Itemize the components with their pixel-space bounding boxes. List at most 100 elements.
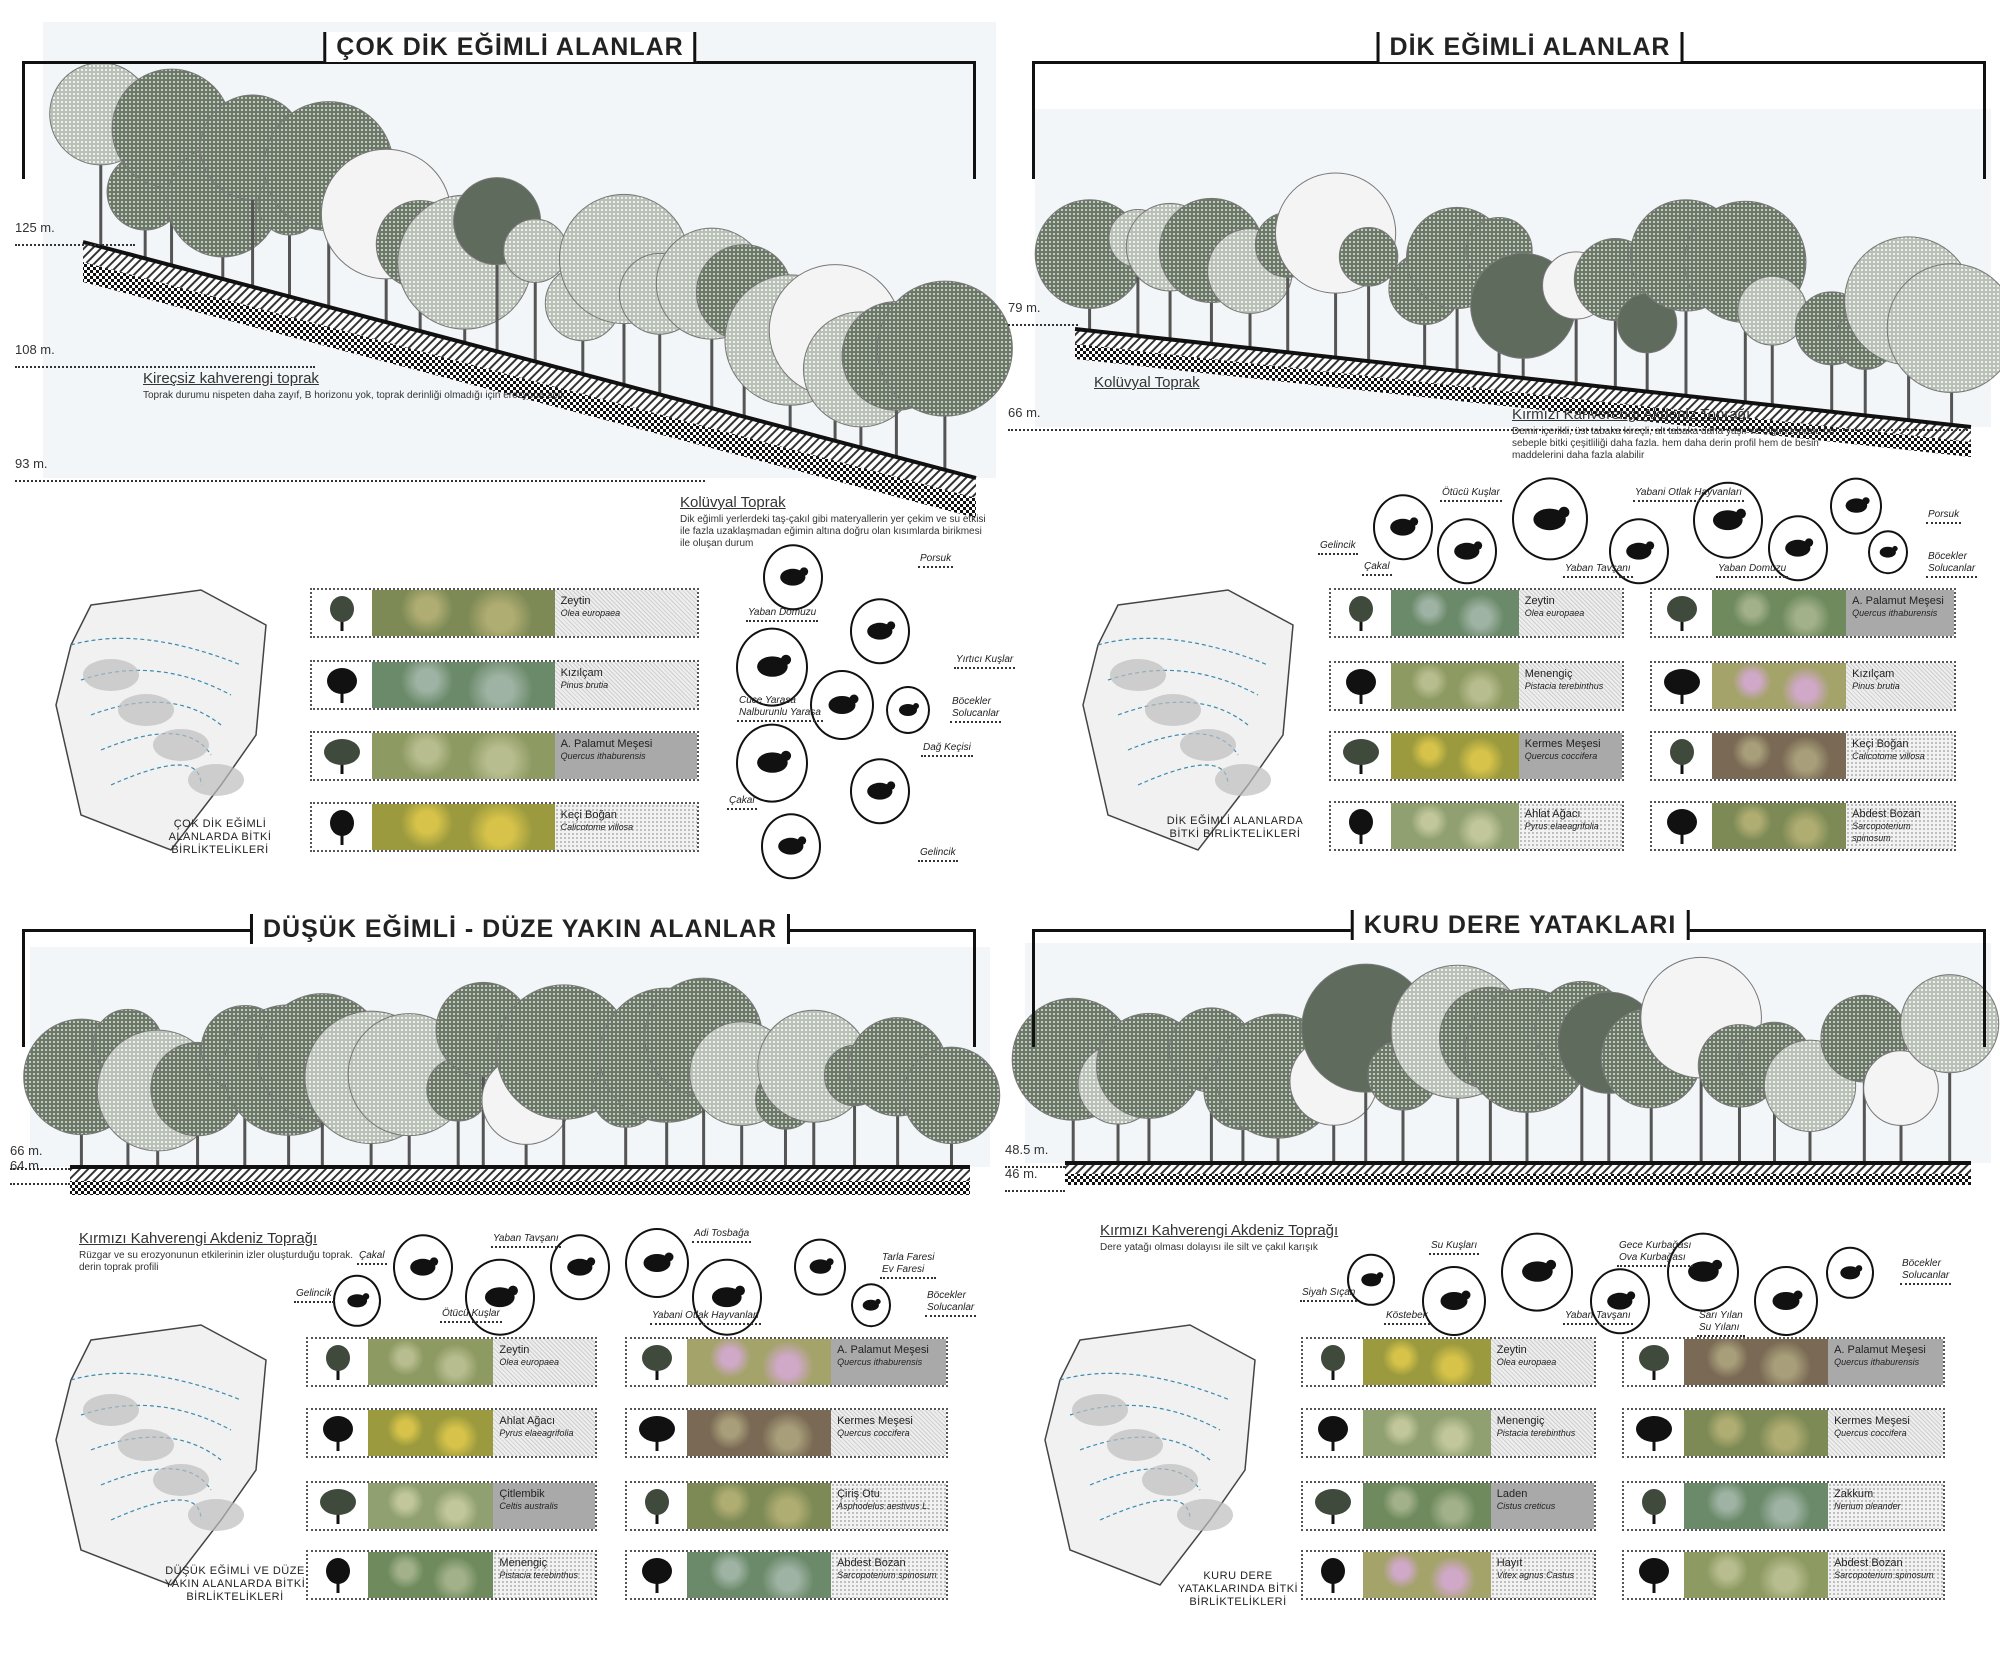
soil-annotation: Kolüvyal Toprak (1094, 374, 1294, 394)
elevation-label: 64 m. (10, 1158, 43, 1173)
stream-line (1099, 1499, 1191, 1521)
map-label: KURU DERE YATAKLARINDA BİTKİ BİRLİKTELİK… (1177, 1570, 1299, 1608)
animal-name: Yaban Tavşanı (493, 1233, 559, 1244)
plant-latin-name: Pistacia terebinthus (1524, 681, 1604, 691)
tree-canopy-icon (1338, 227, 1399, 287)
plant-common-name: Zakkum (1834, 1488, 1874, 1500)
plant-photo (1391, 663, 1519, 709)
tree-silhouette-icon (312, 662, 372, 708)
animal-name: Nalburunlu Yarasa (739, 707, 821, 718)
animal-label: Köstebek (1384, 1310, 1430, 1325)
plant-latin-name: Pyrus elaeagrifolia (1524, 821, 1599, 831)
elevation-line (1008, 324, 1078, 326)
animal-label: Çakal (1362, 561, 1392, 576)
plant-photo (1712, 590, 1847, 636)
animal-label: Yabani Otlak Hayvanları (650, 1310, 762, 1325)
animal-label: Yaban Tavşanı (1563, 563, 1633, 578)
animal-circle-böcekler (886, 686, 930, 734)
plant-common-name: Çiriş Otu (837, 1488, 880, 1500)
soil-name: Kırmızı Kahverengi Akdeniz Toprağı (1512, 406, 1751, 423)
plant-photo (1712, 733, 1847, 779)
sarı-yılan-silhouette-icon (1772, 1290, 1803, 1310)
plant-common-name: Abdest Bozan (1852, 808, 1921, 820)
animal-name: Ova Kurbağası (1619, 1252, 1686, 1263)
animal-name: Çakal (359, 1250, 385, 1261)
plant-latin-name: Sarcopoterium spinosum (1852, 821, 1911, 843)
plant-common-name: Laden (1496, 1488, 1528, 1500)
tree-silhouette-icon (1624, 1483, 1684, 1529)
tree-silhouette-icon (1303, 1339, 1363, 1385)
vegetation-patch (118, 694, 174, 726)
animal-name: Gece Kurbağası (1619, 1240, 1692, 1251)
tree-silhouette-icon (1303, 1410, 1363, 1456)
plant-photo (1363, 1410, 1491, 1456)
çakal-silhouette-icon (1454, 541, 1483, 560)
böcekler-silhouette-icon (862, 1298, 881, 1311)
map-label: DİK EĞİMLİ ALANLARDA BİTKİ BİRLİKTELİKLE… (1166, 815, 1304, 840)
tree-silhouette-icon (308, 1483, 368, 1529)
animal-label: Su Kuşları (1429, 1240, 1480, 1255)
elevation-line (15, 366, 315, 368)
plant-latin-name: Olea europaea (560, 608, 621, 618)
plant-photo (687, 1339, 832, 1385)
plant-photo (1684, 1552, 1829, 1598)
animal-name: Su Kuşları (1431, 1240, 1478, 1251)
soil-layer (1075, 344, 1971, 457)
elevation-line (1005, 1166, 1065, 1168)
plant-common-name: Kızılçam (1852, 668, 1895, 680)
panel-title: DÜŞÜK EĞİMLİ - DÜZE YAKIN ALANLAR (249, 914, 791, 944)
animal-name: Porsuk (1928, 509, 1960, 520)
tree-silhouette-icon (308, 1552, 368, 1598)
soil-description: Toprak durumu nispeten daha zayıf, B hor… (143, 390, 566, 401)
animal-label: Yaban Tavşanı (491, 1233, 561, 1248)
tree-silhouette-icon (1331, 590, 1391, 636)
vegetation-patch (1107, 1429, 1163, 1461)
animal-name: Gelincik (1320, 540, 1356, 551)
panel-title: ÇOK DİK EĞİMLİ ALANLAR (323, 32, 697, 62)
elevation-line (10, 1168, 70, 1170)
siyah-sıçan-silhouette-icon (1361, 1272, 1384, 1287)
tree-silhouette-icon (312, 590, 372, 636)
vegetation-patch (1145, 694, 1201, 726)
plant-common-name: Keçi Boğan (560, 809, 617, 821)
ötücü-kuşlar-silhouette-icon (1533, 506, 1570, 530)
plant-common-name: Zeytin (1496, 1344, 1527, 1356)
animal-name: Yaban Domuzu (748, 607, 817, 618)
vegetation-patch (118, 1429, 174, 1461)
yabani-otlak-hayvanları-silhouette-icon (712, 1285, 746, 1307)
plant-latin-name: Pinus brutia (560, 680, 609, 690)
porsuk-silhouette-icon (780, 567, 809, 586)
animal-label: Porsuk (918, 553, 954, 568)
animal-label: Gelincik (294, 1288, 334, 1303)
plant-latin-name: Quercus ithaburensis (1834, 1357, 1920, 1367)
animal-circle-ötücü-kuşlar (1512, 477, 1588, 561)
soil-name: Kırmızı Kahverengi Akdeniz Toprağı (79, 1230, 318, 1247)
elevation-label: 48.5 m. (1005, 1142, 1049, 1157)
animal-name: Solucanlar (1928, 563, 1976, 574)
soil-name: Kolüvyal Toprak (1094, 374, 1200, 391)
tree-silhouette-icon (1331, 803, 1391, 849)
tree-canopy-icon (1900, 974, 2000, 1074)
animal-label: Çakal (357, 1250, 387, 1265)
plant-common-name: A. Palamut Meşesi (1834, 1344, 1926, 1356)
animal-circle-siyah-sıçan (1347, 1253, 1395, 1307)
animal-circle-yaban-tavşanı (1609, 518, 1669, 584)
plant-latin-name: Quercus coccifera (1834, 1428, 1907, 1438)
animal-label: Gelincik (1318, 540, 1358, 555)
animal-circle-gece-kurbağası (1667, 1232, 1739, 1312)
plant-latin-name: Quercus ithaburensis (1852, 608, 1938, 618)
